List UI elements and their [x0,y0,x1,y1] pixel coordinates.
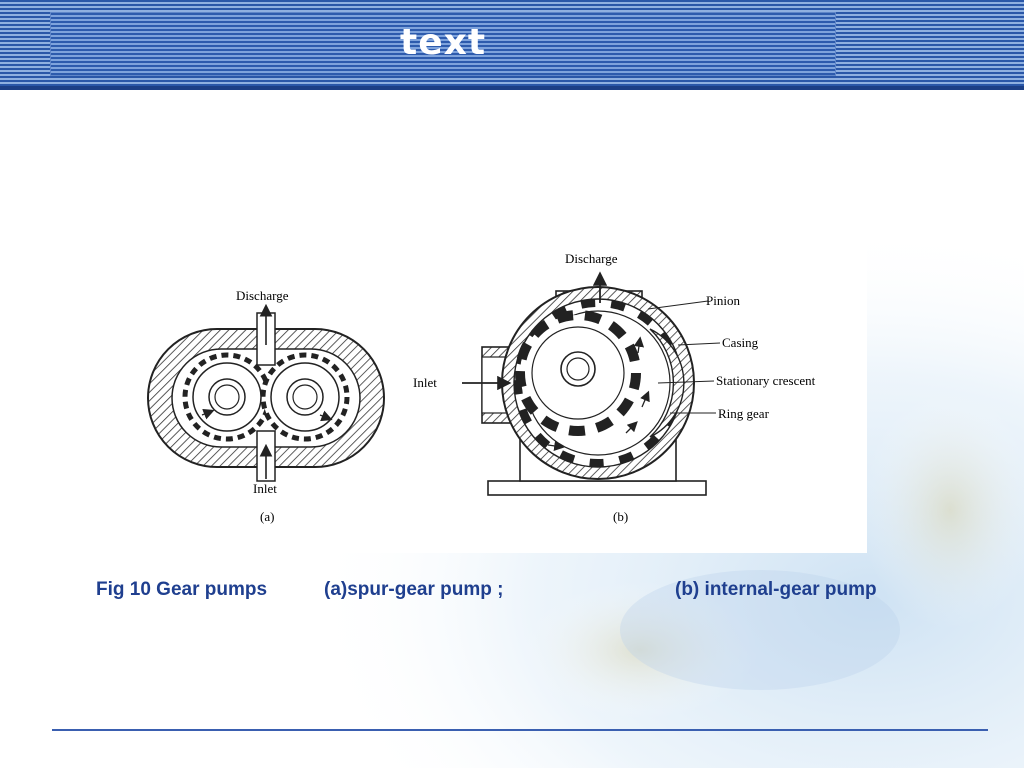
spur-gear-right [260,352,350,442]
spur-discharge-label: Discharge [236,288,289,303]
ring-gear-label: Ring gear [718,406,770,421]
gear-pump-drawing: Discharge Inlet (a) [147,251,816,524]
footer-divider [52,729,988,731]
internal-figure-label: (b) [613,509,628,524]
internal-gear-pump: Discharge Inlet Pinion Casing Stationary… [413,251,816,524]
internal-discharge-label: Discharge [565,251,618,266]
pinion-label: Pinion [706,293,740,308]
figure-caption-title: Fig 10 Gear pumps [96,579,268,600]
slide-title: text [400,22,487,63]
pump-base [487,480,707,496]
stationary-crescent [649,328,685,438]
casing-label: Casing [722,335,759,350]
figure-caption-b: (b) internal-gear pump [675,579,877,600]
gear-pump-figure: Discharge Inlet (a) [130,233,867,553]
header-divider [0,86,1024,90]
spur-gear-left [182,352,272,442]
header-band: text [0,0,1024,90]
spur-gear-pump: Discharge Inlet (a) [147,288,385,524]
figure-caption-a: (a)spur-gear pump ; [324,579,504,600]
internal-inlet-label: Inlet [413,375,437,390]
crescent-label: Stationary crescent [716,373,816,388]
spur-figure-label: (a) [260,509,274,524]
header-frame [50,12,836,76]
spur-inlet-label: Inlet [253,481,277,496]
